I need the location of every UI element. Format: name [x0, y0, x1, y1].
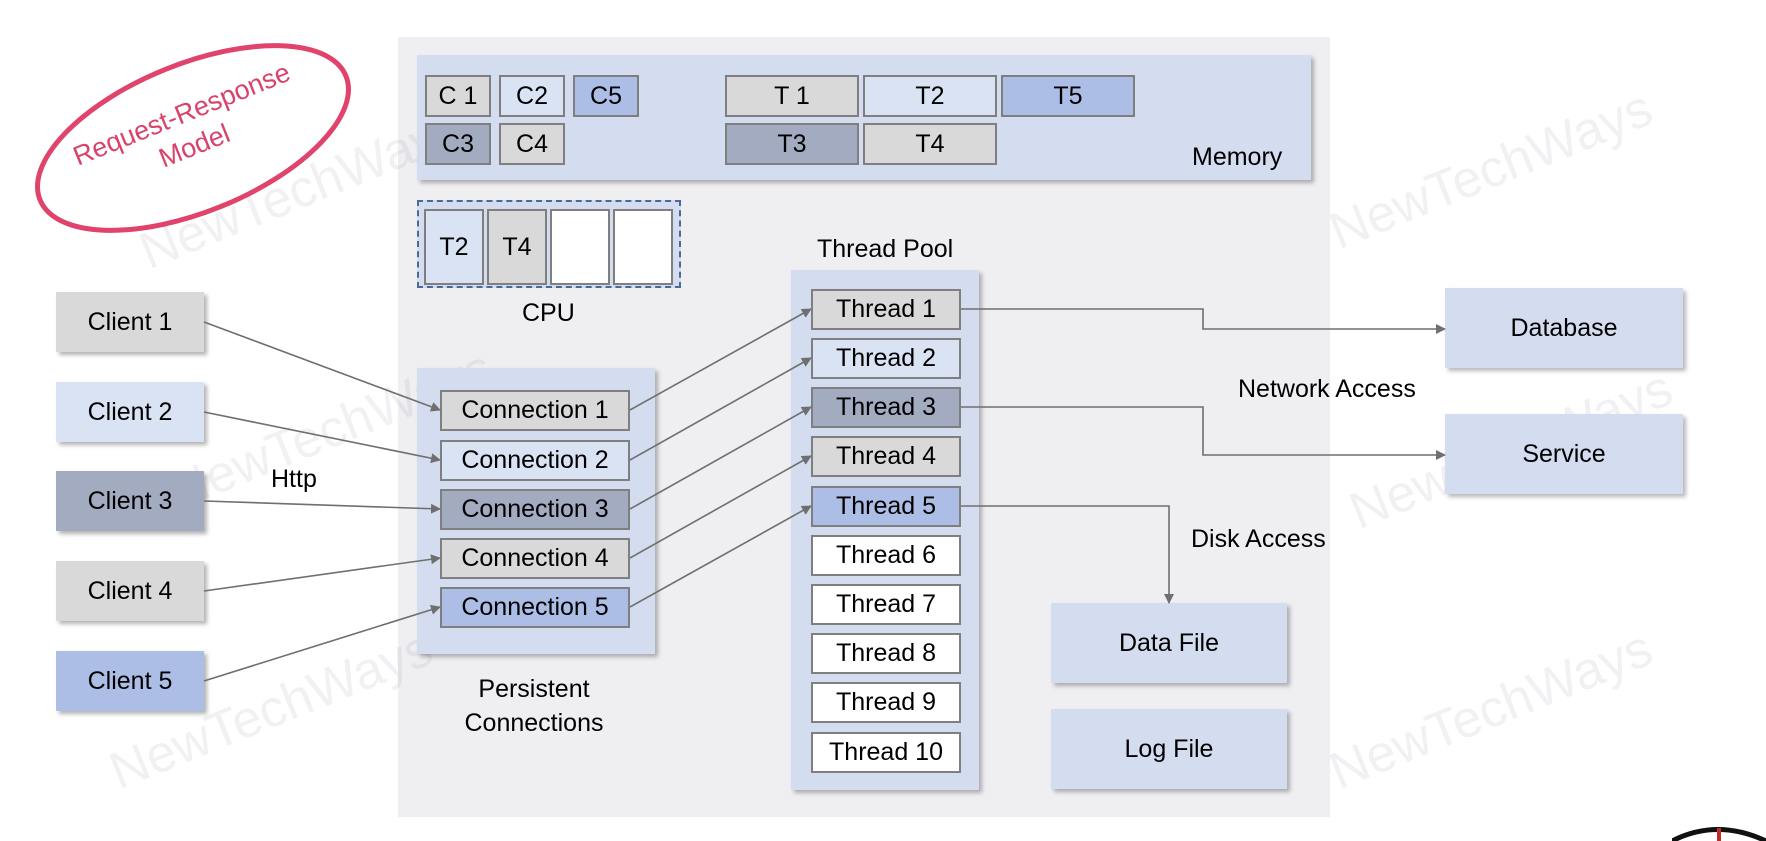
thread-box: Thread 7: [811, 584, 961, 625]
memory-cell: C5: [573, 75, 639, 117]
client-connection-arrow: [203, 321, 441, 412]
thread-datafile-arrow: [961, 505, 1174, 604]
thread-box: Thread 10: [811, 732, 961, 773]
thread-box: Thread 3: [811, 387, 961, 428]
memory-cell: C2: [499, 75, 565, 117]
log-file-box: Log File: [1051, 709, 1287, 789]
memory-cell: T5: [1001, 75, 1135, 117]
memory-cell: T2: [863, 75, 997, 117]
thread-box: Thread 8: [811, 633, 961, 674]
database-box: Database: [1445, 288, 1683, 368]
thread-box: Thread 1: [811, 289, 961, 330]
service-box: Service: [1445, 414, 1683, 494]
client-connection-arrow: [203, 554, 441, 592]
connection-thread-arrow: [629, 357, 812, 461]
memory-cell: T3: [725, 123, 859, 165]
cpu-label: CPU: [522, 299, 575, 327]
connections-caption-line-1: Persistent: [478, 675, 590, 703]
http-label: Http: [271, 465, 317, 493]
memory-cell: C3: [425, 123, 491, 165]
connection-box: Connection 4: [440, 538, 630, 579]
memory-panel: C 1 C2 C5 C3 C4 T 1 T2 T5 T3 T4 Memory: [417, 55, 1311, 180]
cpu-panel: T2 T4: [417, 200, 681, 288]
connection-thread-arrow: [629, 406, 812, 510]
memory-label: Memory: [1192, 143, 1283, 171]
network-access-label: Network Access: [1238, 375, 1416, 403]
client-box: Client 5: [56, 651, 204, 711]
connections-caption: Persistent Connections: [434, 672, 634, 740]
thread-box: Thread 4: [811, 436, 961, 477]
client-box: Client 4: [56, 561, 204, 621]
connections-caption-line-2: Connections: [464, 709, 604, 737]
cpu-slot: [613, 209, 673, 285]
badge-ellipse-icon: [35, 43, 351, 233]
thread-box: Thread 6: [811, 535, 961, 576]
data-file-box: Data File: [1051, 603, 1287, 683]
cpu-slot: T2: [424, 209, 484, 285]
memory-cell: T4: [863, 123, 997, 165]
connection-thread-arrow: [629, 455, 812, 559]
client-box: Client 3: [56, 471, 204, 531]
client-connection-arrow: [203, 411, 441, 464]
thread-box: Thread 2: [811, 338, 961, 379]
memory-cell: T 1: [725, 75, 859, 117]
connection-thread-arrow: [629, 505, 812, 608]
connection-box: Connection 5: [440, 587, 630, 628]
cpu-slot: [550, 209, 610, 285]
corner-logo-icon: [1672, 827, 1766, 841]
memory-cell: C4: [499, 123, 565, 165]
thread-service-arrow: [961, 406, 1446, 460]
model-badge: Request-Response Model: [18, 38, 368, 238]
thread-box: Thread 9: [811, 682, 961, 723]
client-connection-arrow: [203, 604, 441, 682]
memory-cell: C 1: [425, 75, 491, 117]
disk-access-label: Disk Access: [1191, 525, 1326, 553]
connection-box: Connection 2: [440, 440, 630, 481]
thread-pool-title: Thread Pool: [817, 235, 954, 263]
client-box: Client 1: [56, 292, 204, 352]
client-box: Client 2: [56, 382, 204, 442]
connection-box: Connection 3: [440, 489, 630, 530]
thread-database-arrow: [961, 308, 1446, 334]
connection-thread-arrow: [629, 308, 812, 411]
thread-box: Thread 5: [811, 486, 961, 527]
cpu-slot: T4: [487, 209, 547, 285]
connection-box: Connection 1: [440, 390, 630, 431]
client-connection-arrow: [203, 500, 441, 514]
